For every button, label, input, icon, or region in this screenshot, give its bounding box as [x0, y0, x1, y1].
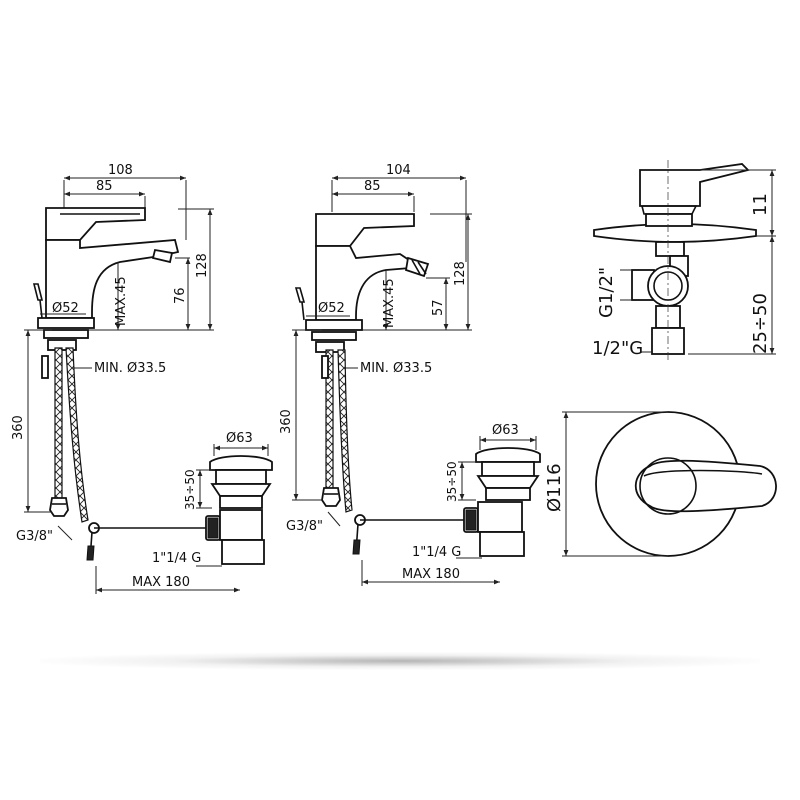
- bidet-waste-diameter: Ø63: [492, 423, 519, 438]
- concealed-outlet-thread: 1/2"G: [592, 338, 643, 359]
- basin-height-total: 128: [195, 253, 210, 278]
- concealed-depth-range: 25÷50: [750, 293, 771, 354]
- basin-mixer-drawing: 108 85 128 76 MAX.45 Ø52 MIN. Ø33.5: [11, 163, 273, 594]
- basin-width-total: 108: [108, 163, 133, 178]
- bidet-waste-thread: 1"1/4 G: [412, 545, 461, 560]
- basin-waste-range: 35÷50: [183, 469, 197, 510]
- bidet-waste-range: 35÷50: [445, 461, 459, 502]
- basin-connection: G3/8": [16, 529, 53, 544]
- bidet-width-lever: 85: [364, 179, 381, 194]
- bidet-width-total: 104: [386, 163, 411, 178]
- concealed-mixer-drawing: 11 25÷50 G1/2" 1/2"G Ø116: [544, 160, 777, 557]
- basin-max-thickness: MAX.45: [114, 276, 129, 326]
- basin-width-lever: 85: [96, 179, 113, 194]
- bidet-hole-min: MIN. Ø33.5: [360, 361, 432, 376]
- bidet-height-spout: 57: [431, 299, 446, 316]
- bidet-mixer-drawing: 104 85 128 57 MAX.45 Ø52 MIN. Ø33.5: [279, 163, 541, 586]
- concealed-plate-diameter: Ø116: [544, 463, 565, 512]
- basin-waste-thread: 1"1/4 G: [152, 551, 201, 566]
- bidet-height-total: 128: [453, 261, 468, 286]
- concealed-inlet-thread: G1/2": [596, 267, 617, 318]
- basin-hole-min: MIN. Ø33.5: [94, 361, 166, 376]
- bidet-max-thickness: MAX.45: [382, 278, 397, 328]
- basin-hose-length: 360: [11, 415, 26, 440]
- basin-height-spout: 76: [173, 287, 188, 304]
- basin-base-diameter: Ø52: [52, 301, 79, 316]
- concealed-depth-plate: 11: [750, 193, 771, 216]
- basin-waste-diameter: Ø63: [226, 431, 253, 446]
- page-shadow-divider: [40, 652, 760, 670]
- bidet-base-diameter: Ø52: [318, 301, 345, 316]
- bidet-connection: G3/8": [286, 519, 323, 534]
- bidet-max-rod: MAX 180: [402, 567, 460, 582]
- basin-max-rod: MAX 180: [132, 575, 190, 590]
- bidet-hose-length: 360: [279, 409, 294, 434]
